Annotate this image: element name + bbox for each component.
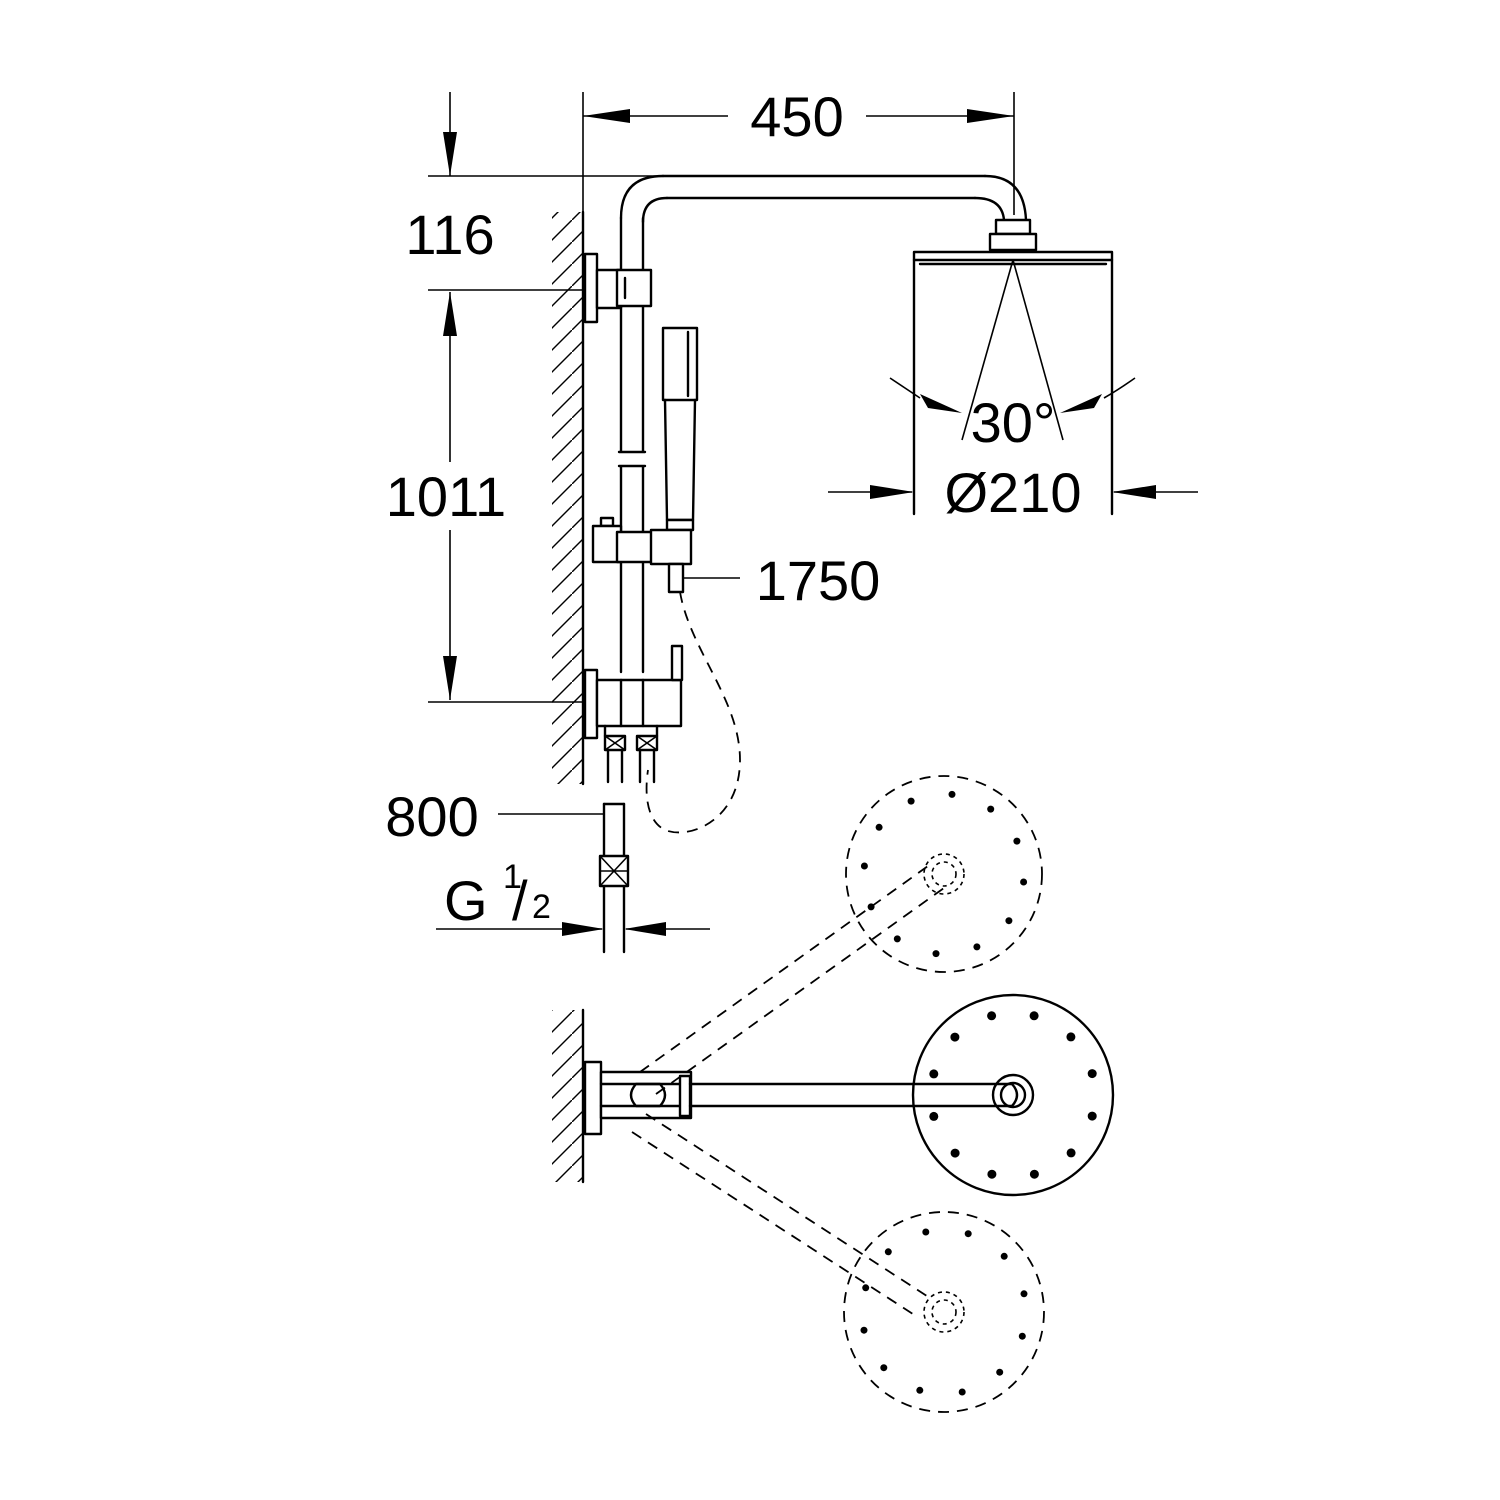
nozzle-dot bbox=[1087, 1111, 1097, 1121]
dimension-thread bbox=[436, 922, 710, 936]
dimension-label-1011: 1011 bbox=[386, 465, 506, 528]
nozzle-dot bbox=[932, 950, 940, 958]
nozzle-dot bbox=[860, 1326, 868, 1334]
nozzle-dot bbox=[1018, 1332, 1026, 1340]
nozzle-dot bbox=[884, 1248, 892, 1256]
nozzle-dot bbox=[1066, 1148, 1076, 1158]
dimension-diameter bbox=[828, 485, 1198, 499]
nozzle-dot bbox=[1029, 1169, 1039, 1179]
nozzle-dot bbox=[987, 1011, 997, 1021]
dimension-label-diameter: Ø210 bbox=[945, 461, 1082, 524]
hand-shower-slider bbox=[591, 516, 693, 594]
nozzle-dot bbox=[1020, 878, 1028, 886]
nozzle-dot bbox=[948, 790, 956, 798]
dimension-label-spray-angle: 30° bbox=[971, 391, 1056, 454]
nozzle-dot bbox=[964, 1230, 972, 1238]
arm-swivel-up bbox=[639, 775, 1043, 1095]
wall-section-plan bbox=[552, 1008, 585, 1184]
nozzle-dot bbox=[862, 1284, 870, 1292]
arm-swivel-down bbox=[631, 1113, 1045, 1413]
nozzle-dot bbox=[1020, 1290, 1028, 1298]
nozzle-dot bbox=[958, 1388, 966, 1396]
shower-arm-plan bbox=[688, 1082, 1019, 1108]
nozzle-dot bbox=[929, 1069, 939, 1079]
nozzle-dot bbox=[987, 805, 995, 813]
dimension-label-thread-numerator: 1 bbox=[503, 858, 522, 896]
nozzle-dot bbox=[929, 1111, 939, 1121]
nozzle-dot bbox=[880, 1364, 888, 1372]
dimension-label-116: 116 bbox=[405, 203, 494, 266]
dimension-label-450: 450 bbox=[750, 85, 843, 148]
nozzle-dot bbox=[950, 1032, 960, 1042]
upper-wall-bracket bbox=[583, 252, 653, 324]
nozzle-dot bbox=[867, 903, 875, 911]
wall-section bbox=[552, 210, 585, 786]
nozzle-dot bbox=[950, 1148, 960, 1158]
swivel-bracket bbox=[583, 1060, 693, 1136]
nozzle-dot bbox=[996, 1368, 1004, 1376]
spray-angle-marker bbox=[889, 377, 1136, 413]
plan-view bbox=[552, 775, 1115, 1413]
dimension-label-1750: 1750 bbox=[756, 549, 881, 612]
lower-bracket-diverter bbox=[583, 644, 684, 784]
dimension-label-thread-denominator: 2 bbox=[532, 888, 551, 926]
dimension-label-thread-slash: / bbox=[512, 869, 528, 932]
nozzle-dot bbox=[1087, 1069, 1097, 1079]
nozzle-dot bbox=[1000, 1252, 1008, 1260]
nozzle-dot bbox=[1005, 917, 1013, 925]
hand-shower bbox=[661, 326, 699, 532]
connection-pipe bbox=[498, 802, 630, 954]
shower-arm bbox=[661, 174, 1028, 222]
dimension-116 bbox=[443, 92, 457, 176]
nozzle-dot bbox=[1066, 1032, 1076, 1042]
nozzle-dot bbox=[860, 862, 868, 870]
nozzle-dot bbox=[907, 797, 915, 805]
nozzle-dot bbox=[875, 823, 883, 831]
dimension-450 bbox=[583, 109, 1014, 123]
nozzle-dot bbox=[922, 1228, 930, 1236]
dimension-label-800: 800 bbox=[385, 785, 478, 848]
nozzle-dot bbox=[1013, 837, 1021, 845]
riser-pipe bbox=[617, 174, 669, 674]
front-elevation bbox=[428, 92, 1198, 954]
dimension-1011 bbox=[443, 292, 457, 700]
shower-head-plan bbox=[911, 993, 1115, 1197]
nozzle-dot bbox=[987, 1169, 997, 1179]
nozzle-dot bbox=[1029, 1011, 1039, 1021]
dimension-label-thread: G bbox=[444, 869, 488, 932]
shower-head-front bbox=[912, 218, 1114, 516]
nozzle-dot bbox=[973, 943, 981, 951]
nozzle-dot bbox=[916, 1386, 924, 1394]
nozzle-dot bbox=[893, 935, 901, 943]
